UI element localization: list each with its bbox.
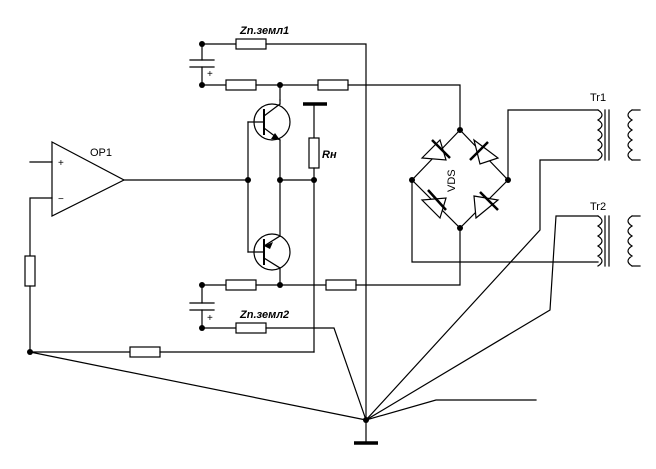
diode-ll [420,189,447,220]
transistor-upper [247,99,291,181]
diode-lr [473,191,500,220]
resistor-feedback-vertical [24,255,36,287]
resistor-lower-2 [325,279,357,291]
base-drive [245,121,317,253]
resistor-rn-body [308,137,320,169]
feedback-line [27,346,315,358]
transistor-lower [247,179,291,286]
op-amp-minus-label: − [58,194,64,205]
resistor-lower-1 [225,279,257,291]
zn-zeml2-label: Zn.земл2 [239,309,289,321]
diode-ur [469,138,500,165]
diode-bridge-vds: VDS [409,109,599,263]
resistor-zn-zeml1 [235,38,267,50]
diode-ul [420,138,451,161]
resistor-upper-1 [225,79,257,91]
transformer-tr2: Tr2 [365,201,641,421]
upper-ground-network: + [189,38,461,421]
svg-text:+: + [207,69,213,80]
vds-label: VDS [446,169,458,192]
resistor-rn: Rн [303,102,337,353]
lower-ground-network: + [189,227,461,421]
zn-zeml1-label: Zn.земл1 [239,25,289,37]
resistor-zn-zeml2 [235,322,267,334]
resistor-upper-2 [317,79,349,91]
op-amp-op1: + − OP1 [24,141,249,353]
svg-text:+: + [207,313,213,324]
resistor-feedback-horizontal [129,346,161,358]
star-ground [29,351,537,445]
op-amp-plus-label: + [58,158,64,169]
rn-label: Rн [322,149,337,161]
transformer-tr1: Tr1 [365,92,641,421]
tr2-label: Tr2 [590,201,606,213]
op-amp-label: OP1 [90,147,112,159]
tr1-label: Tr1 [590,92,606,104]
